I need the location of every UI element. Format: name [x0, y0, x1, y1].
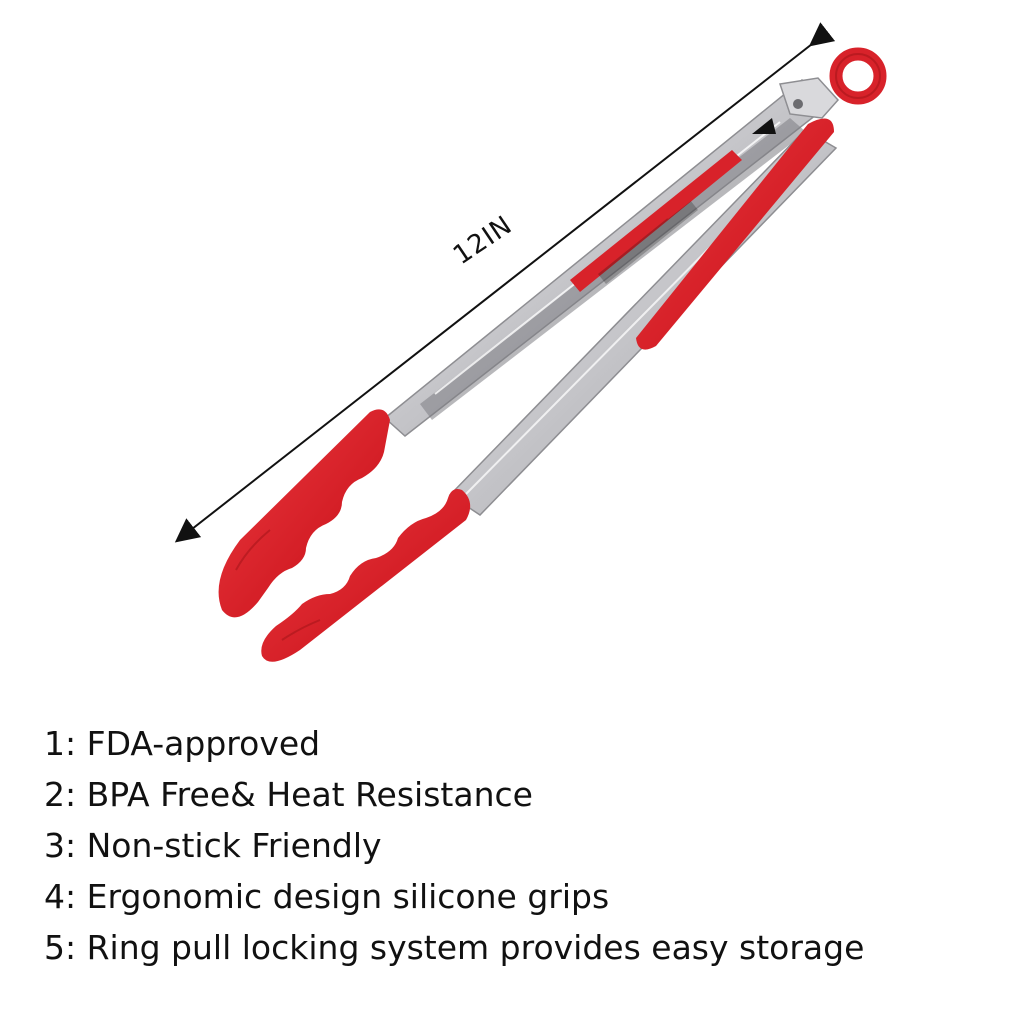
pull-ring-icon: [829, 47, 887, 105]
feature-item-ring-lock: 5: Ring pull locking system provides eas…: [44, 928, 865, 967]
feature-list: 1: FDA-approved 2: BPA Free& Heat Resist…: [44, 718, 864, 973]
feature-item-bpa-free: 2: BPA Free& Heat Resistance: [44, 775, 533, 814]
feature-item-ergonomic-grips: 4: Ergonomic design silicone grips: [44, 877, 610, 916]
dimension-arrow: [174, 22, 836, 543]
handle-grips: [570, 118, 834, 350]
feature-item-fda: 1: FDA-approved: [44, 724, 321, 763]
tongs-illustration: [174, 22, 887, 662]
silicone-head-upper: [218, 409, 390, 618]
hinge-cap: [752, 77, 840, 134]
silicone-head-lower: [261, 489, 471, 662]
feature-item-non-stick: 3: Non-stick Friendly: [44, 826, 382, 865]
